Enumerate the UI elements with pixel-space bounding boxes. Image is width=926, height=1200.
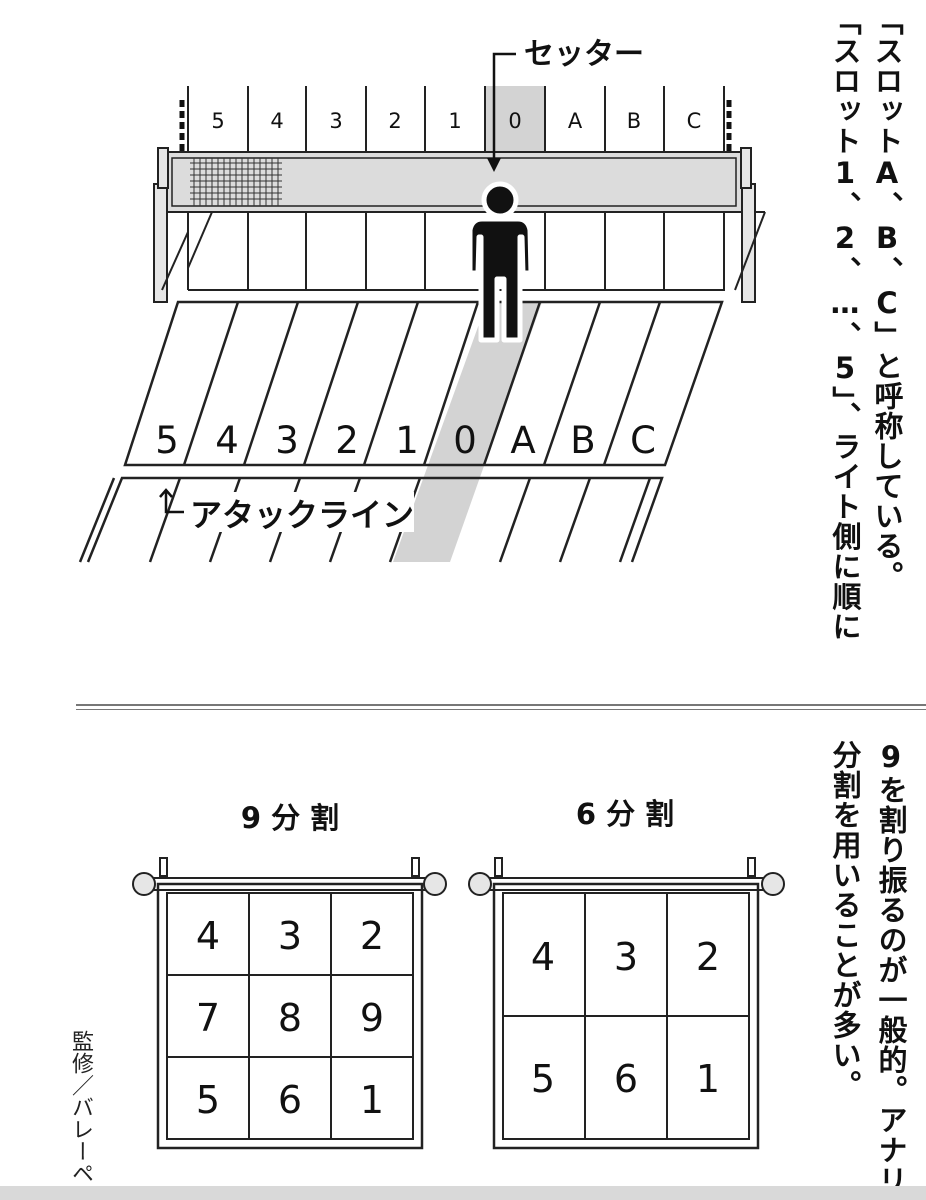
net-slot-label: 2 <box>388 109 401 133</box>
six-split-title: 6 分 割 <box>576 797 674 831</box>
net-slot-label: 3 <box>329 109 342 133</box>
highlighted-lane-court <box>393 302 542 562</box>
caption-bottom-col2: 分割を用いることが多い。 <box>828 740 862 1100</box>
court-front-zone <box>123 300 724 467</box>
caption-top-col1: 「スロット1、2、…、5」、ライト側に順に <box>828 6 862 642</box>
attack-line-label: アタックライン <box>190 496 414 534</box>
net-slot-label: 0 <box>508 109 521 133</box>
court-slot-label: 1 <box>395 419 419 462</box>
zone-cell: 1 <box>696 1057 720 1101</box>
nine-split-outer <box>156 882 424 1150</box>
zone-cell: 1 <box>360 1078 384 1122</box>
zone-cell: 3 <box>278 914 302 958</box>
zone-cell: 4 <box>531 935 555 979</box>
net-slot-label: C <box>687 109 702 133</box>
zone-cell: 5 <box>196 1078 220 1122</box>
slot-diagram: 5 4 3 2 1 0 A B C <box>78 37 766 563</box>
net-mesh <box>190 158 282 206</box>
setter-arrow-icon <box>492 52 516 160</box>
six-split-outer <box>492 882 760 1150</box>
court-slot-label: 2 <box>335 419 359 462</box>
zone-cell: 2 <box>360 914 384 958</box>
net-slot-label: 5 <box>211 109 224 133</box>
zone-cell: 6 <box>278 1078 302 1122</box>
nine-split-grid <box>166 892 414 1140</box>
section-divider <box>76 704 926 710</box>
net-slot-label: 1 <box>448 109 461 133</box>
court-slot-label: C <box>630 419 656 462</box>
zone-cell: 8 <box>278 996 302 1040</box>
zone-cell: 9 <box>360 996 384 1040</box>
net-lower-columns <box>161 211 766 291</box>
zone-cell: 3 <box>614 935 638 979</box>
footer-strip <box>0 1186 926 1200</box>
net-slot-label: B <box>627 109 641 133</box>
caption-top-col2: 「スロットA、B、C」と呼称している。 <box>870 6 904 591</box>
zone-cell: 5 <box>531 1057 555 1101</box>
six-split-net <box>468 857 785 896</box>
court-slot-label: A <box>510 419 535 462</box>
net-slot-label: A <box>568 109 583 133</box>
zone-cell: 4 <box>196 914 220 958</box>
setter-figure-icon <box>467 181 534 343</box>
court-slot-label: 4 <box>215 419 239 462</box>
nine-split-net <box>132 857 447 896</box>
nine-split-title: 9 分 割 <box>241 801 339 835</box>
credit-text: 監修／バレーペ <box>68 1030 93 1184</box>
caption-bottom-col1: 9を割り振るのが一般的。アナリ <box>874 740 908 1195</box>
zone-cell: 2 <box>696 935 720 979</box>
zone-cell: 6 <box>614 1057 638 1101</box>
court-slot-label: 0 <box>453 419 477 462</box>
court-slot-label: B <box>570 419 595 462</box>
attack-line-arrow-icon <box>159 488 184 514</box>
net-slot-row <box>187 86 725 152</box>
net-slot-label: 4 <box>270 109 283 133</box>
setter-label: セッター <box>524 37 644 72</box>
court-slot-label: 5 <box>155 419 179 462</box>
zone-cell: 7 <box>196 996 220 1040</box>
net-band <box>165 151 743 213</box>
six-split-grid <box>502 892 750 1140</box>
court-slot-label: 3 <box>275 419 299 462</box>
